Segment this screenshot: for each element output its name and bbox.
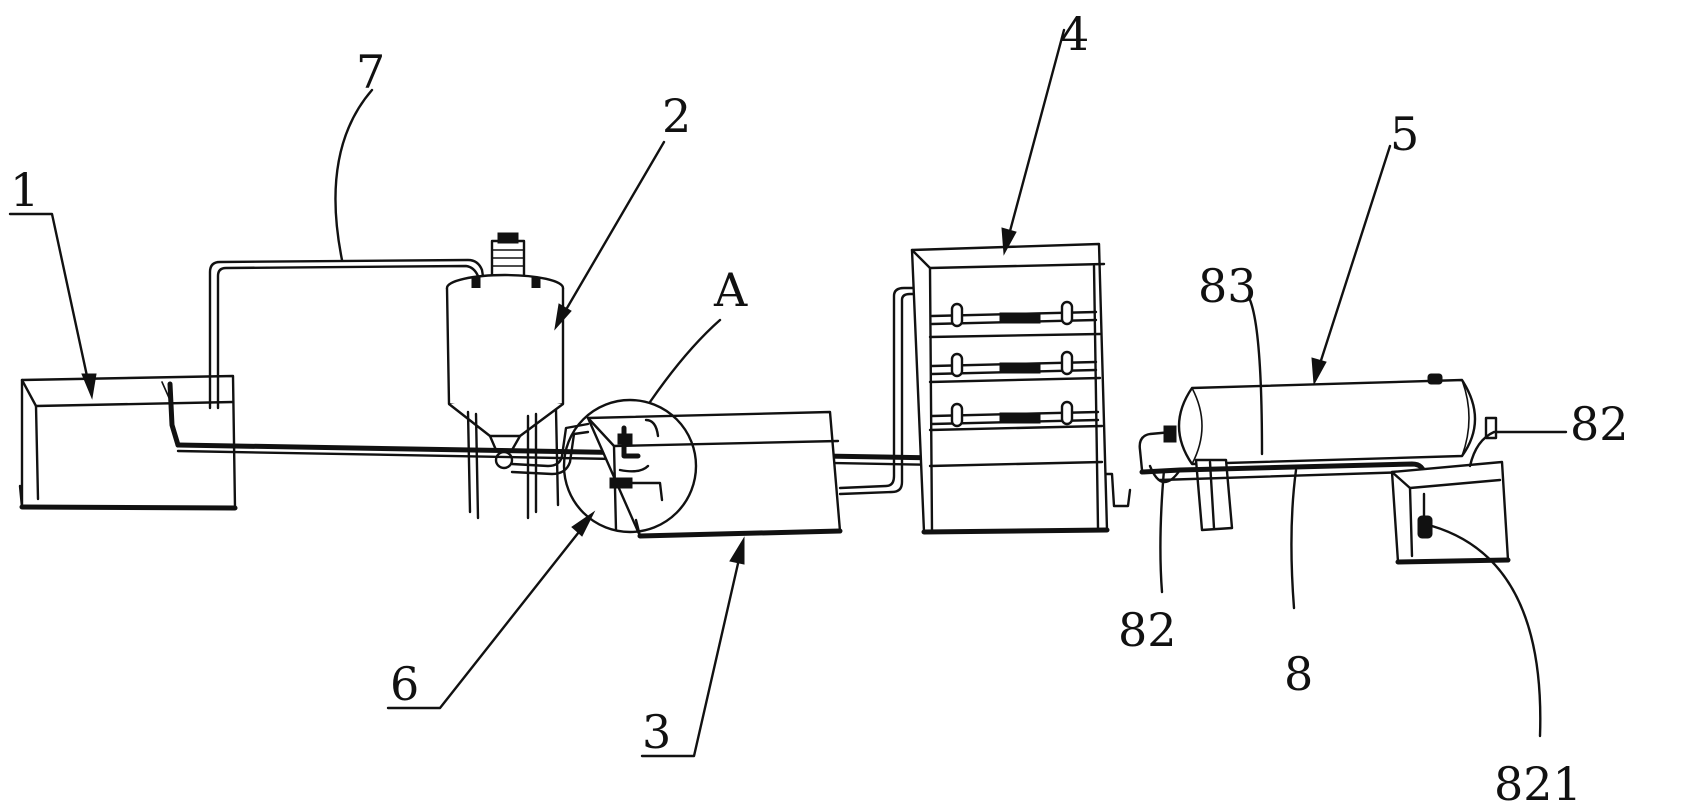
label-83: 83	[1198, 259, 1257, 313]
mixer-tank-2	[445, 232, 590, 520]
label-82-right: 82	[1570, 397, 1629, 451]
small-tank-82	[1390, 460, 1511, 565]
cabinet-4	[910, 242, 1132, 535]
detail-circle-a	[562, 398, 698, 534]
label-1: 1	[10, 163, 39, 217]
tray-2	[930, 350, 1098, 378]
label-2: 2	[662, 89, 691, 143]
label-82-bottom: 82	[1118, 603, 1177, 657]
tray-1	[930, 300, 1098, 328]
label-8: 8	[1284, 647, 1313, 701]
label-6: 6	[390, 657, 419, 711]
tray-3	[930, 400, 1100, 428]
tank-3	[586, 286, 920, 539]
pipe-7	[208, 258, 486, 410]
label-5: 5	[1390, 107, 1419, 161]
label-3: 3	[642, 705, 671, 759]
label-a: A	[713, 263, 748, 317]
label-821: 821	[1494, 757, 1582, 808]
pipe-8	[1139, 461, 1427, 497]
tank-1	[18, 374, 238, 511]
labels: 1 7 2 A 4 5 83 82 82 8 821 6 3	[10, 7, 1629, 808]
label-7: 7	[356, 45, 385, 99]
label-4: 4	[1060, 7, 1089, 61]
leader-lines	[8, 28, 1568, 758]
